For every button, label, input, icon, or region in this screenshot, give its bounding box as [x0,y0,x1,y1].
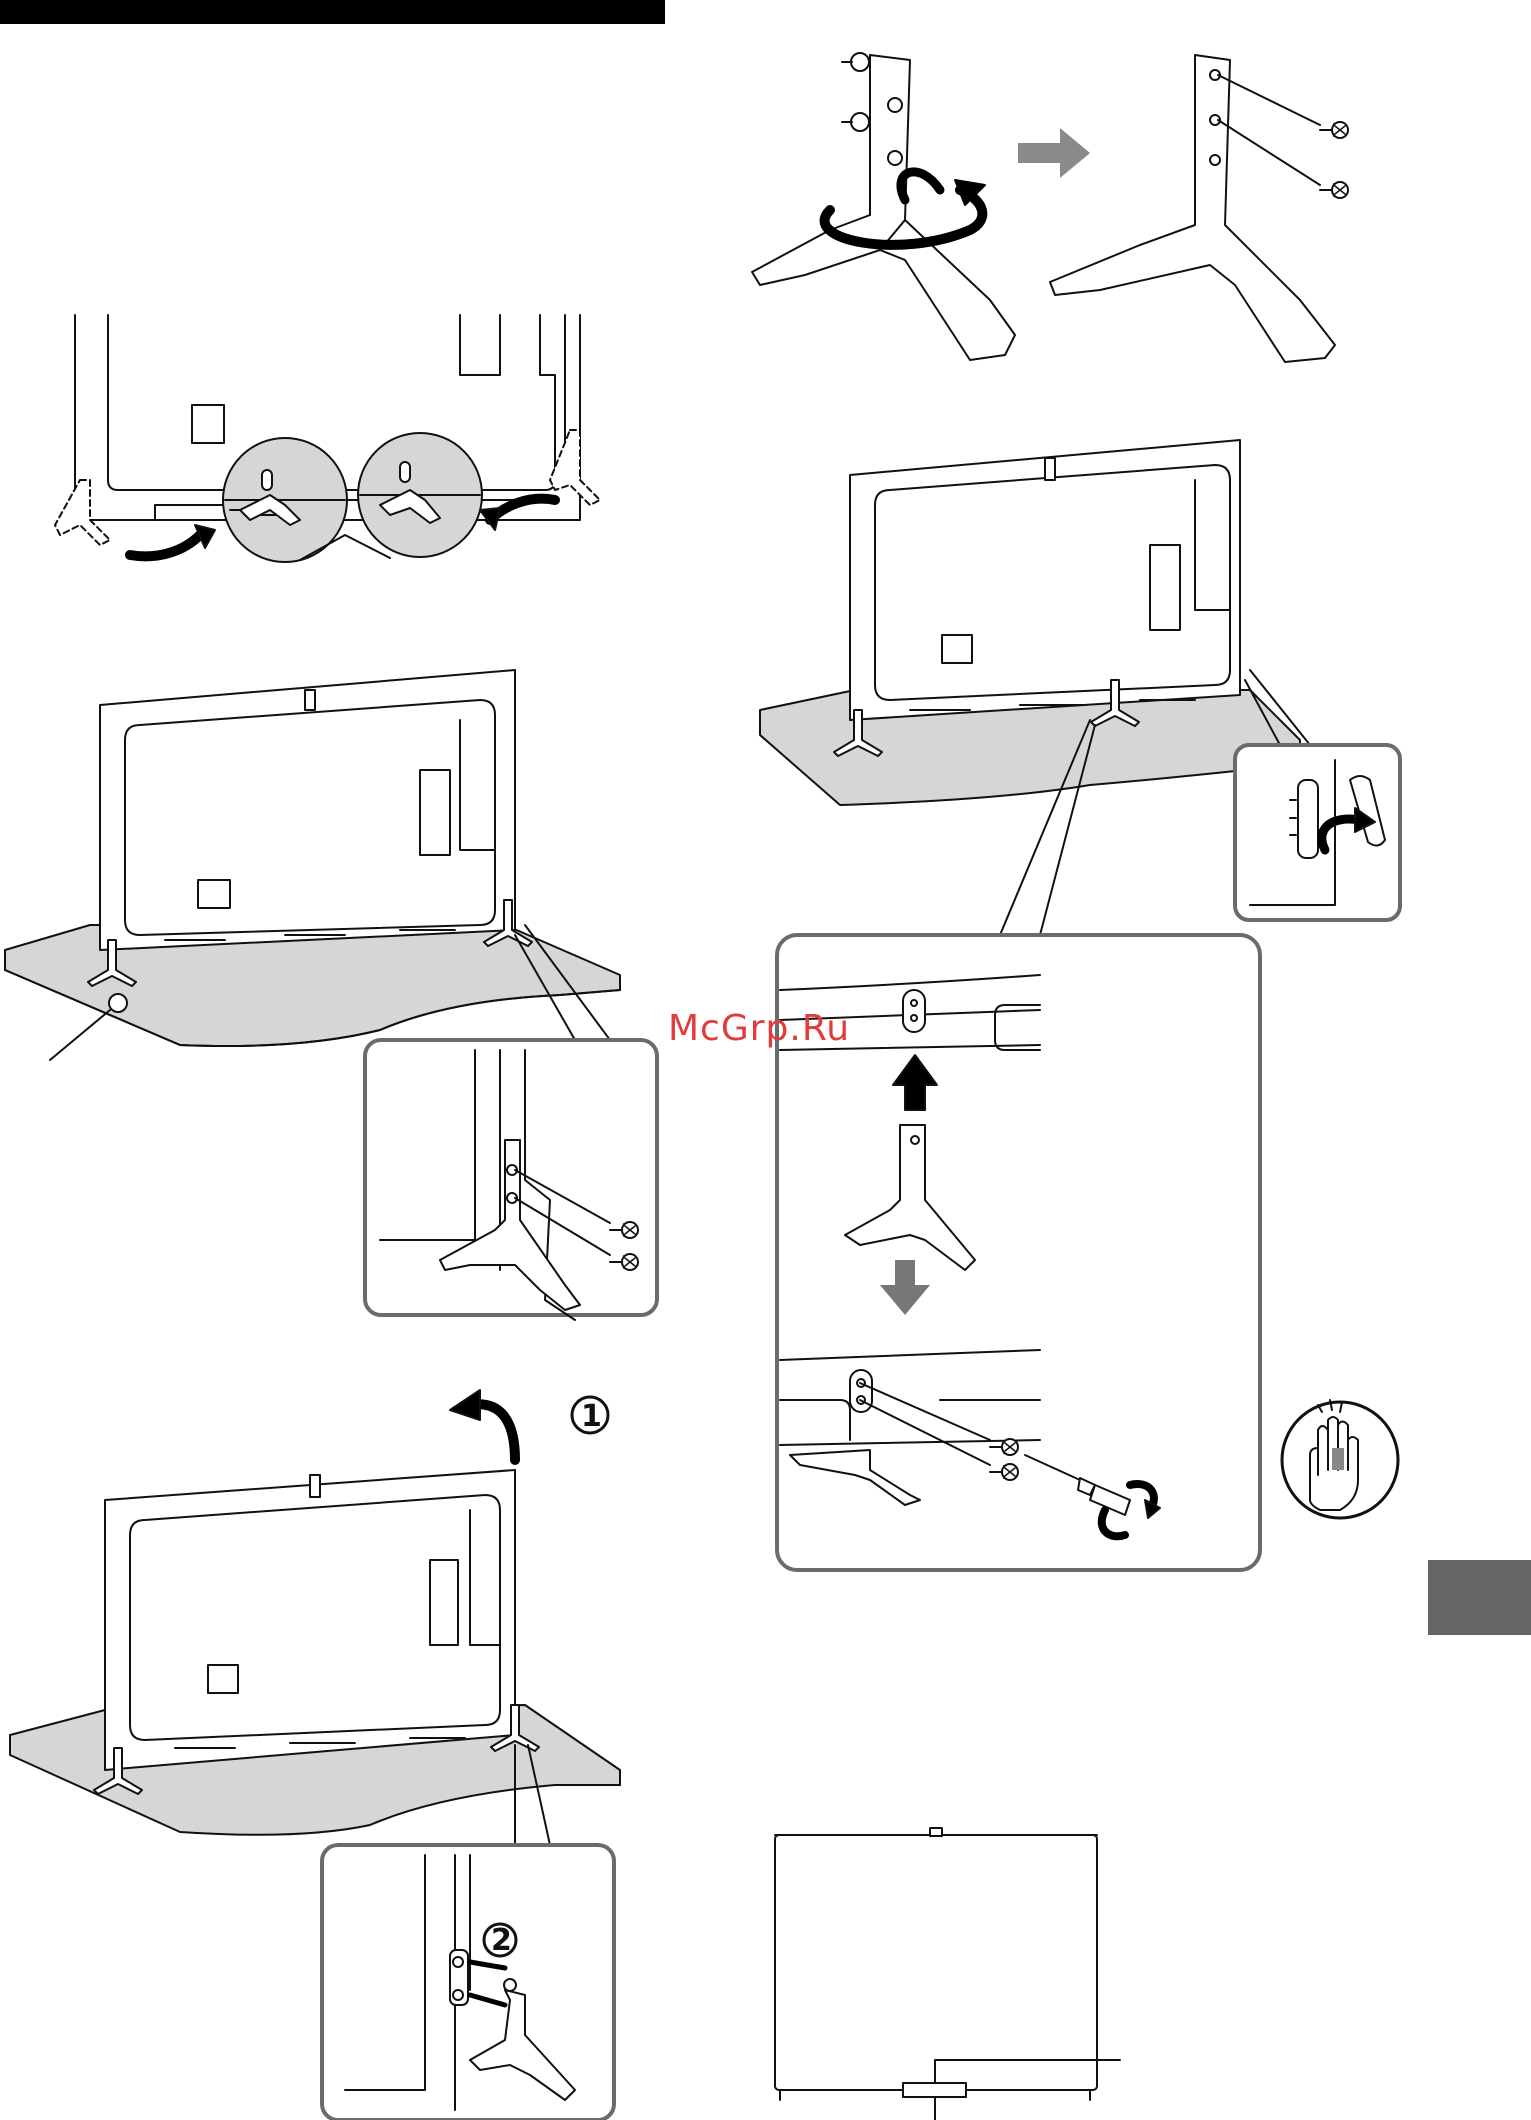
stand-rotate-illustration [752,53,1348,362]
section-header-bar [0,0,665,24]
insert-arrow-left-icon [130,535,200,556]
screw-icon [1320,122,1348,138]
tv-tilt-cover-illustration: 1 2 [10,1390,620,2120]
hand-caution-icon [1282,1400,1398,1518]
tv-cover-removal-illustration [760,440,1400,1570]
watermark-text: McGrp.Ru [668,1008,850,1049]
screw-icon [1320,182,1348,198]
arrow-right-icon [1018,128,1090,178]
svg-text:2: 2 [491,1923,512,1958]
tv-back-stand-insert-illustration [55,315,600,562]
tv-front-view-illustration [775,1828,1120,2120]
tv-on-table-screw-illustration [5,670,657,1320]
svg-text:1: 1 [581,1399,602,1434]
section-side-tab [1428,1560,1531,1635]
